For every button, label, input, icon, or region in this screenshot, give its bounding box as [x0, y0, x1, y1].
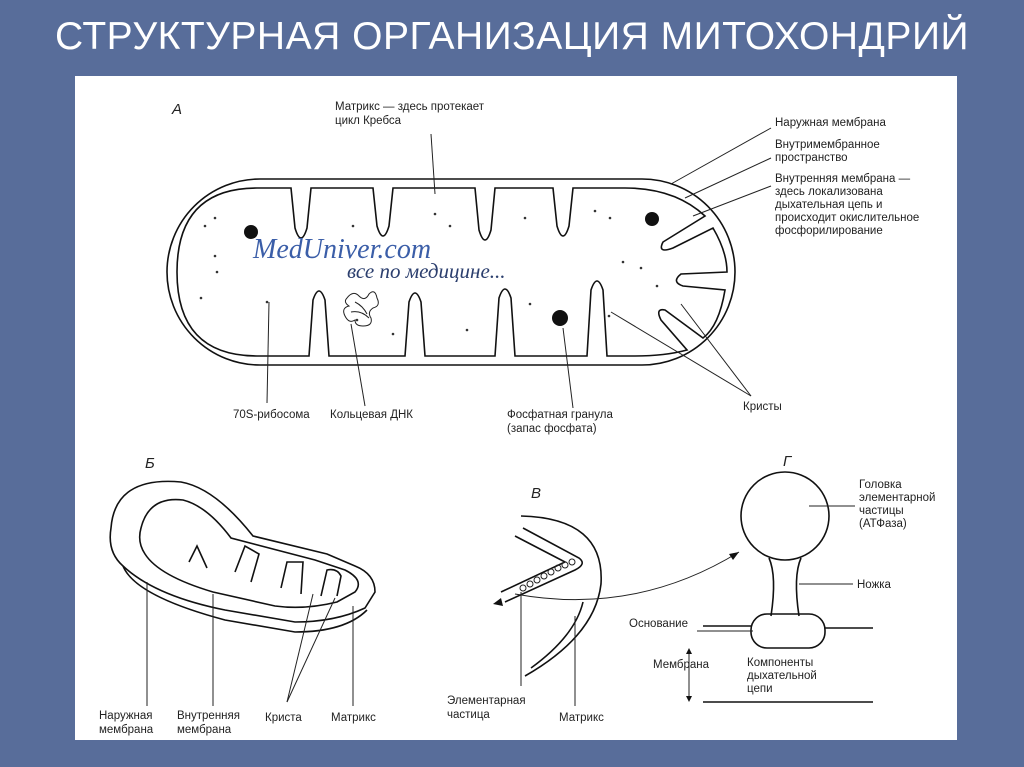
- granule-2: [645, 212, 659, 226]
- leader-cristae-1: [610, 311, 752, 397]
- slide-title: СТРУКТУРНАЯ ОРГАНИЗАЦИЯ МИТОХОНДРИЙ: [54, 15, 970, 58]
- leader-intermembrane: [684, 157, 772, 199]
- panel-a: А Матрикс — зд: [166, 101, 923, 435]
- label-phosphate-granule: Фосфатная гранула (запас фосфата): [507, 409, 616, 435]
- watermark-line1: MedUniver.com: [252, 234, 431, 265]
- leader-dna: [350, 323, 366, 407]
- phosphate-granule: [552, 310, 568, 326]
- outer-shell: [109, 480, 376, 623]
- label-g-membrane: Мембрана: [653, 659, 710, 671]
- circular-dna: [343, 291, 379, 327]
- crista-1: [188, 544, 208, 569]
- inner-opening: [138, 498, 360, 609]
- label-g-base: Основание: [629, 618, 688, 630]
- leader-outer: [670, 127, 772, 185]
- mitochondria-diagram: А Матрикс — зд: [99, 101, 939, 736]
- label-v-matrix: Матрикс: [559, 712, 604, 724]
- label-b-inner: Внутренняя мембрана: [177, 710, 243, 736]
- leader-matrix: [430, 133, 436, 195]
- g-base: [750, 613, 826, 649]
- ribosome-dots: [199, 209, 659, 336]
- label-outer-membrane: Наружная мембрана: [775, 117, 887, 129]
- label-v-particle: Элементарная частица: [447, 695, 529, 721]
- g-stalk-right: [795, 557, 802, 617]
- leader-ribosome: [266, 301, 270, 404]
- v-elementary-particles: [519, 558, 576, 592]
- leader-b-crista-2: [286, 597, 336, 703]
- panel-g-letter: Г: [783, 453, 793, 470]
- panel-b-letter: Б: [145, 455, 155, 472]
- granule-1: [244, 225, 258, 239]
- label-b-crista: Криста: [265, 712, 302, 724]
- g-stalk-left: [768, 557, 775, 617]
- outer-membrane: [166, 178, 736, 366]
- panel-b: Б Наружная мембрана Внутренняя мембрана …: [99, 455, 376, 736]
- crista-2: [234, 544, 260, 583]
- label-matrix-krebs: Матрикс — здесь протекает цикл Кребса: [335, 101, 487, 127]
- label-inner-membrane: Внутренняя мембрана — здесь локализована…: [775, 173, 923, 237]
- outer-rim: [122, 565, 368, 633]
- leader-cristae-2: [680, 303, 752, 397]
- leader-inner: [692, 185, 772, 217]
- v-lower-curve: [530, 601, 584, 669]
- inner-membrane: [176, 187, 728, 357]
- watermark-line2: все по медицине...: [347, 259, 506, 283]
- label-b-outer: Наружная мембрана: [99, 710, 156, 736]
- label-g-stalk: Ножка: [857, 579, 892, 591]
- label-intermembrane-space: Внутримембранное пространство: [775, 139, 883, 164]
- g-particle-head: [740, 471, 830, 561]
- v-arrow-to-g: [514, 551, 740, 601]
- v-outer-membrane: [520, 515, 602, 677]
- label-dna: Кольцевая ДНК: [330, 409, 413, 421]
- panel-v-letter: В: [531, 485, 541, 502]
- crista-4: [320, 568, 342, 597]
- v-crista-fold: [504, 527, 583, 603]
- v-arrowhead-right: [729, 552, 739, 560]
- crista-3: [280, 561, 304, 595]
- figure-panel: А Матрикс — зд: [75, 76, 957, 740]
- panel-g: Г Головка элементарной частицы (АТФаза) …: [629, 453, 939, 703]
- panel-a-letter: А: [171, 101, 182, 118]
- label-ribosome: 70S-рибосома: [233, 409, 310, 421]
- leader-phosphate: [562, 327, 574, 409]
- g-bracket-arrow-up: [686, 648, 692, 654]
- panel-v: В Элементарная частица Матрикс: [447, 485, 740, 724]
- label-b-matrix: Матрикс: [331, 712, 376, 724]
- label-cristae: Кристы: [743, 401, 782, 413]
- g-bracket-arrow-down: [686, 696, 692, 702]
- leader-b-crista-1: [286, 593, 314, 703]
- v-arrowhead-left: [493, 598, 503, 606]
- label-g-head: Головка элементарной частицы (АТФаза): [859, 479, 939, 530]
- label-g-components: Компоненты дыхательной цепи: [747, 657, 820, 695]
